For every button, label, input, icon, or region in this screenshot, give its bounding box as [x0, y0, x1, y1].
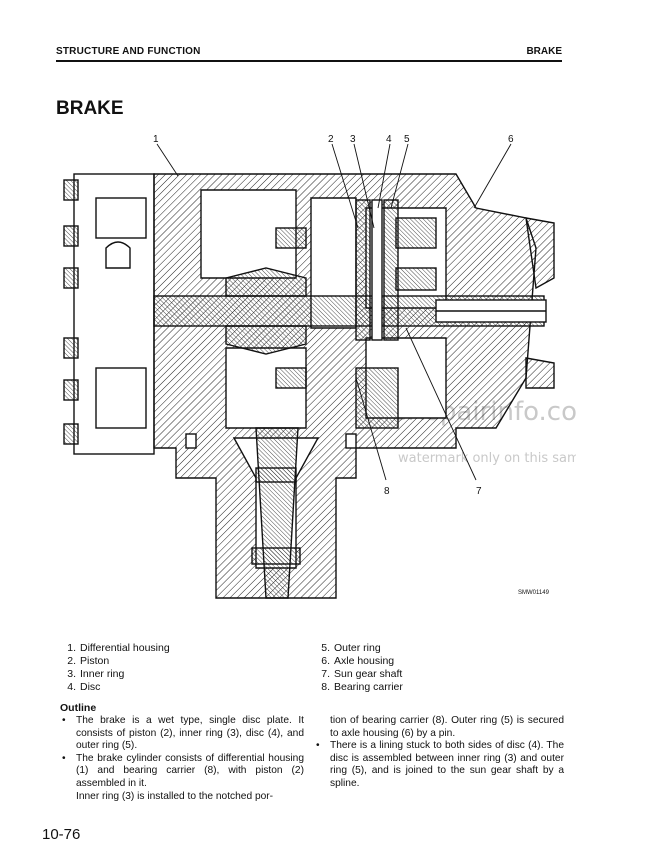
watermark-subtext: watermark only on this sample: [398, 451, 576, 466]
callout-1: 1: [153, 134, 159, 145]
legend-left: 1.Differential housing 2.Piston 3.Inner …: [62, 642, 170, 694]
outline-bullet: •There is a lining stuck to both sides o…: [316, 740, 564, 789]
outline-bullet: •The brake cylinder consists of differen…: [62, 752, 304, 789]
legend-item: 6.Axle housing: [321, 655, 395, 667]
callout-3: 3: [350, 134, 356, 145]
legend-item: 1.Differential housing: [67, 642, 170, 654]
header-rule: [56, 60, 562, 62]
legend-item: 8.Bearing carrier: [321, 681, 403, 693]
outline-bullet: •The brake is a wet type, single disc pl…: [62, 715, 304, 752]
callout-6: 6: [508, 134, 514, 145]
legend-item: 3.Inner ring: [67, 668, 125, 680]
outline-column-right: tion of bearing carrier (8). Outer ring …: [314, 715, 564, 791]
page-number: 10-76: [42, 826, 81, 843]
header-chapter-title: BRAKE: [526, 46, 562, 57]
drawing-code: SMW01149: [518, 590, 550, 596]
housing-outline: [63, 173, 555, 599]
callout-leaders: [156, 143, 512, 481]
callout-8: 8: [384, 486, 390, 497]
header-section-title: STRUCTURE AND FUNCTION: [56, 46, 201, 57]
legend-item: 2.Piston: [67, 655, 110, 667]
callout-7: 7: [476, 486, 482, 497]
legend-item: 7.Sun gear shaft: [321, 668, 403, 680]
legend-item: 4.Disc: [67, 681, 101, 693]
outline-column-left: •The brake is a wet type, single disc pl…: [60, 715, 304, 803]
legend-right: 5.Outer ring 6.Axle housing 7.Sun gear s…: [316, 642, 403, 694]
page-title: BRAKE: [56, 98, 124, 119]
callout-2: 2: [328, 134, 334, 145]
callout-5: 5: [404, 134, 410, 145]
outline-heading: Outline: [60, 702, 97, 714]
outline-paragraph: Inner ring (3) is installed to the notch…: [76, 790, 274, 802]
outline-paragraph: tion of bearing carrier (8). Outer ring …: [330, 715, 564, 739]
legend-item: 5.Outer ring: [321, 642, 381, 654]
brake-cross-section-drawing: eRepairinfo.com watermark only on this s…: [63, 134, 576, 599]
callout-4: 4: [386, 134, 392, 145]
